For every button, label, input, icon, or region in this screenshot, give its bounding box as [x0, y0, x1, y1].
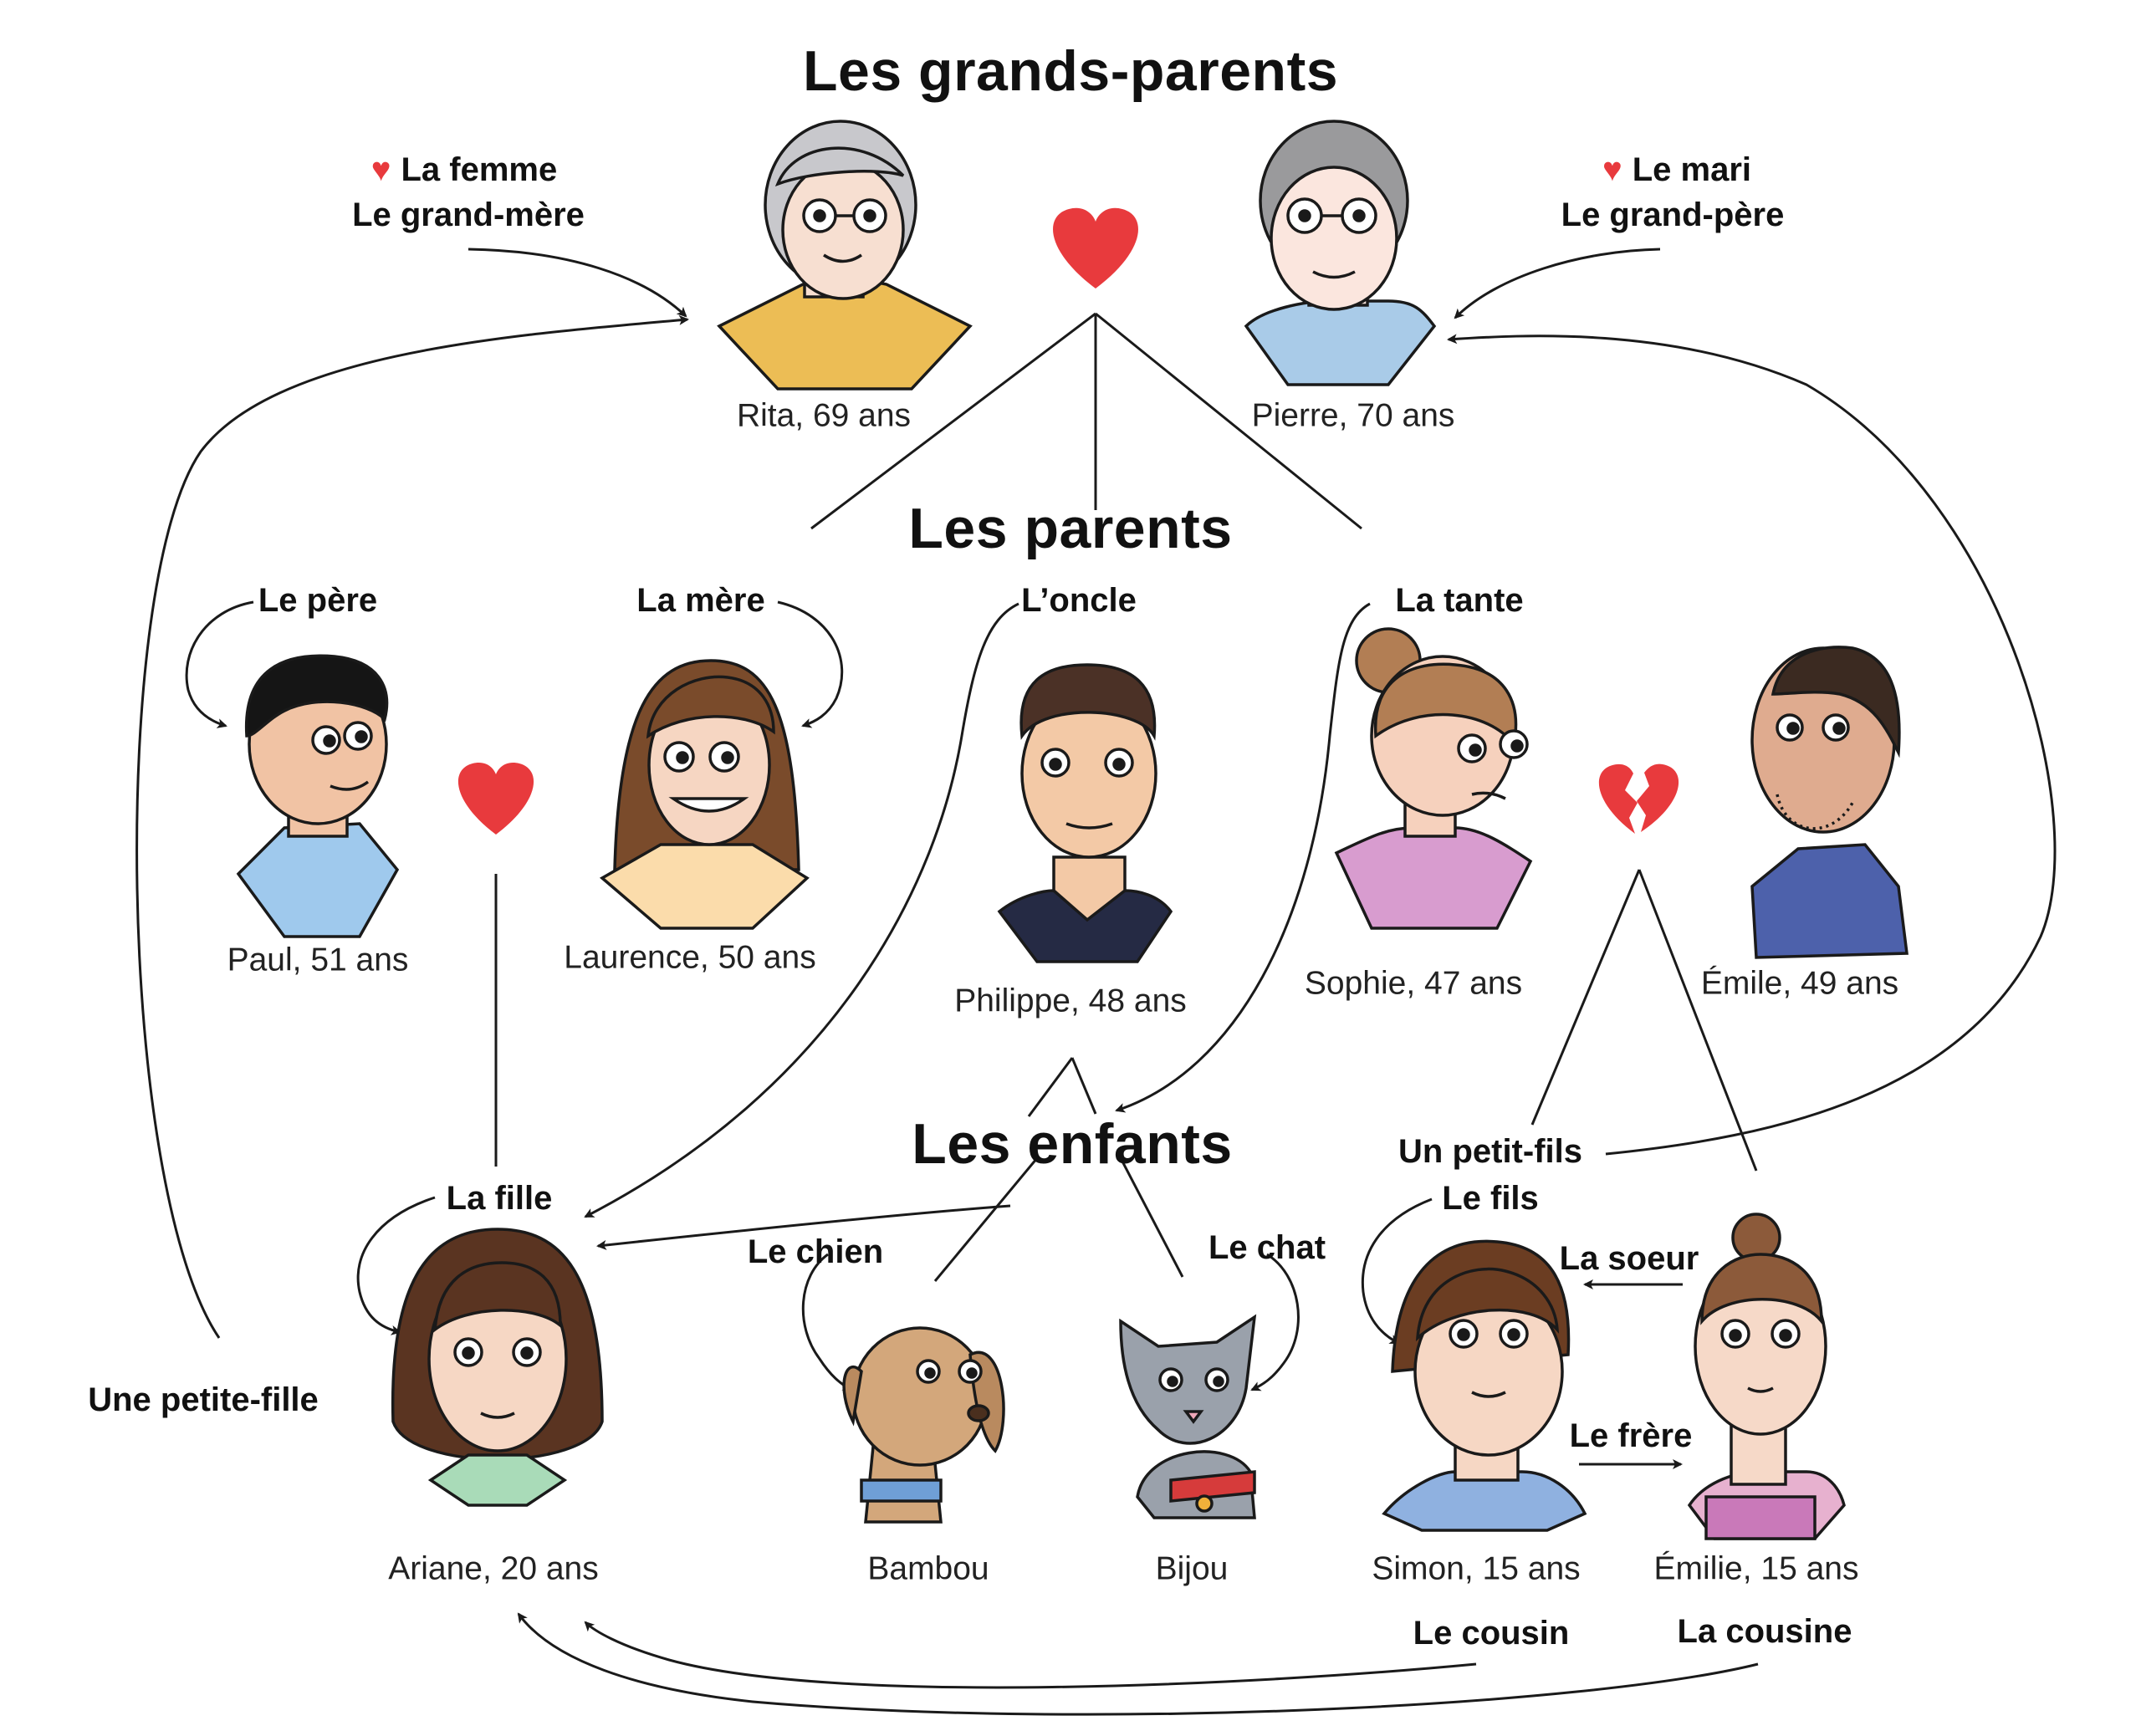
name-bambou: Bambou [867, 1550, 989, 1587]
label-cat: Le chat [1208, 1229, 1326, 1266]
arrow [1447, 334, 2057, 1156]
label-dog: Le chien [747, 1233, 884, 1270]
tree-line [1119, 1157, 1184, 1278]
tree-line [933, 1157, 1039, 1282]
arrow [1361, 1197, 1433, 1345]
tree-line [1027, 1057, 1074, 1117]
philippe-portrait [997, 663, 1173, 963]
arrow [185, 600, 254, 728]
name-pierre: Pierre, 70 ans [1251, 397, 1455, 434]
broken-heart-icon [1598, 763, 1679, 834]
label-mother: La mère [636, 582, 765, 619]
pierre-portrait [1244, 120, 1437, 386]
bijou-cat-portrait [1119, 1314, 1257, 1519]
arrow [1115, 602, 1371, 1113]
label-daughter: La fille [446, 1180, 553, 1217]
label-cousin-f: La cousine [1677, 1613, 1852, 1650]
label-son: Le fils [1442, 1180, 1539, 1217]
emilie-portrait [1687, 1213, 1846, 1540]
name-rita: Rita, 69 ans [736, 397, 912, 434]
heart-icon [1053, 207, 1138, 288]
tree-lines [494, 312, 1758, 1282]
name-simon: Simon, 15 ans [1372, 1550, 1581, 1587]
label-wife-text: La femme [401, 151, 558, 188]
arrow [468, 248, 687, 318]
label-grandson: Un petit-fils [1398, 1133, 1582, 1170]
tree-line [1095, 312, 1362, 530]
arrow [584, 1621, 1477, 1689]
arrow [801, 1253, 853, 1391]
relation-arrows [135, 248, 2057, 1716]
tree-line [1638, 869, 1758, 1172]
sophie-portrait [1334, 627, 1533, 930]
bambou-dog-portrait [842, 1326, 1005, 1524]
arrow [1250, 1253, 1300, 1391]
rita-portrait [717, 120, 973, 391]
arrow [517, 1612, 1759, 1716]
label-cousin-m: Le cousin [1413, 1615, 1570, 1652]
label-grandmother: Le grand-mère [352, 197, 585, 233]
ariane-portrait [391, 1228, 604, 1507]
heart-icon: ♥ [370, 151, 391, 188]
heading-grandparents: Les grands-parents [802, 39, 1339, 103]
arrow [135, 314, 689, 1339]
label-aunt: La tante [1395, 582, 1524, 619]
name-paul: Paul, 51 ans [227, 942, 409, 978]
arrow [1454, 248, 1661, 319]
name-bijou: Bijou [1155, 1550, 1229, 1587]
laurence-portrait [599, 659, 810, 930]
tree-line [1070, 1057, 1097, 1115]
label-uncle: L’oncle [1021, 582, 1137, 619]
heart-icon: ♥ [1602, 151, 1622, 188]
label-husband: ♥ Le mari [1602, 153, 1751, 186]
label-sister: La soeur [1559, 1240, 1699, 1277]
name-sophie: Sophie, 47 ans [1304, 965, 1523, 1002]
simon-portrait [1382, 1239, 1587, 1532]
label-wife: ♥ La femme [371, 153, 558, 186]
arrow [356, 1196, 436, 1335]
heart-icon [457, 763, 534, 835]
paul-portrait [236, 654, 400, 938]
label-brother: Le frère [1569, 1417, 1693, 1454]
heading-parents: Les parents [908, 497, 1233, 560]
label-grandfather: Le grand-père [1561, 197, 1785, 233]
label-husband-text: Le mari [1632, 151, 1752, 188]
heading-children: Les enfants [912, 1112, 1233, 1176]
name-philippe: Philippe, 48 ans [954, 983, 1187, 1019]
arrow [777, 600, 844, 728]
name-laurence: Laurence, 50 ans [564, 939, 816, 976]
arrow [584, 602, 1019, 1218]
name-emile: Émile, 49 ans [1700, 965, 1899, 1002]
emile-portrait [1750, 646, 1909, 959]
name-ariane: Ariane, 20 ans [388, 1550, 599, 1587]
name-emilie: Émilie, 15 ans [1653, 1550, 1859, 1587]
arrow [596, 1204, 1011, 1250]
tree-line [810, 312, 1096, 530]
tree-line [1530, 869, 1641, 1126]
label-granddaughter: Une petite-fille [88, 1381, 319, 1418]
label-father: Le père [258, 582, 378, 619]
